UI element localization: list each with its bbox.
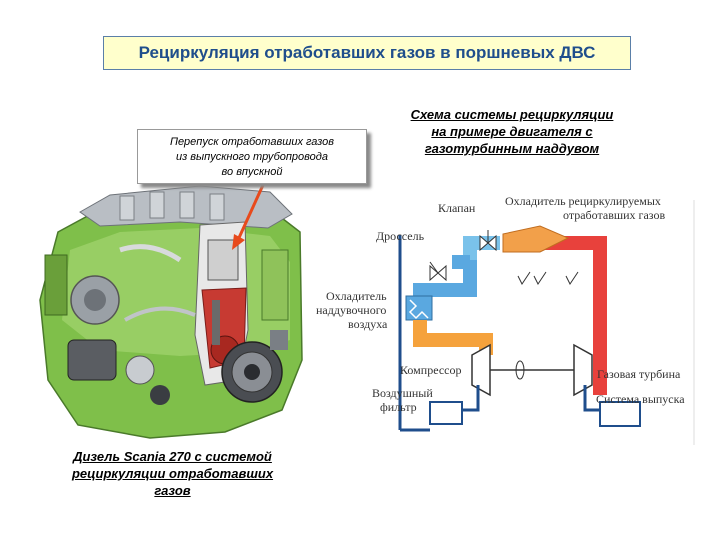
label-throttle: Дроссель: [376, 229, 425, 243]
charge-air-pipe: [413, 320, 493, 355]
schema-caption-line-1: Схема системы рециркуляции: [410, 107, 614, 122]
label-exhaust-system: Система выпуска: [596, 392, 685, 406]
pointer-arrow: [232, 184, 265, 250]
callout-box: Перепуск отработавших газов из выпускног…: [137, 129, 367, 184]
egr-schematic: [398, 200, 695, 445]
egr-cooler-shape: [502, 225, 570, 253]
schema-caption-line-3: газотурбинным наддувом: [424, 141, 600, 156]
engine-illustration: [39, 185, 303, 439]
air-filter-shape: [429, 401, 463, 425]
engine-caption-line-3: газов: [154, 483, 191, 498]
intercooler-shape: [405, 295, 433, 321]
label-intercooler-2: наддувочного: [316, 303, 386, 317]
schema-caption-line-2: на примере двигателя с: [431, 124, 593, 139]
exhaust-system-shape: [599, 401, 641, 427]
label-compressor: Компрессор: [400, 363, 461, 377]
callout-line-2: из выпускного трубопровода: [176, 151, 328, 163]
turbine-shape: [573, 343, 593, 397]
label-valve: Клапан: [438, 201, 476, 215]
slide-title: Рециркуляция отработавших газов в поршне…: [103, 36, 631, 70]
callout-line-1: Перепуск отработавших газов: [169, 136, 335, 148]
compressor-shape: [471, 343, 491, 397]
label-gas-turbine: Газовая турбина: [597, 367, 681, 381]
engine-caption-line-1: Дизель Scania 270 с системой: [73, 449, 272, 464]
label-air-filter-1: Воздушный: [372, 386, 433, 400]
engine-caption: Дизель Scania 270 с системой рециркуляци…: [50, 448, 295, 499]
exhaust-pipe-hot: [528, 236, 607, 360]
schema-caption: Схема системы рециркуляции на примере дв…: [392, 106, 632, 157]
label-intercooler-3: воздуха: [348, 317, 388, 331]
label-egr-cooler-1: Охладитель рециркулируемых: [505, 194, 661, 208]
label-egr-cooler-2: отработавших газов: [563, 208, 665, 222]
callout-line-3: во впускной: [221, 166, 283, 178]
engine-caption-line-2: рециркуляции отработавших: [71, 466, 274, 481]
label-intercooler-1: Охладитель: [326, 289, 387, 303]
label-air-filter-2: фильтр: [380, 400, 417, 414]
air-inlet-line: [462, 385, 480, 412]
